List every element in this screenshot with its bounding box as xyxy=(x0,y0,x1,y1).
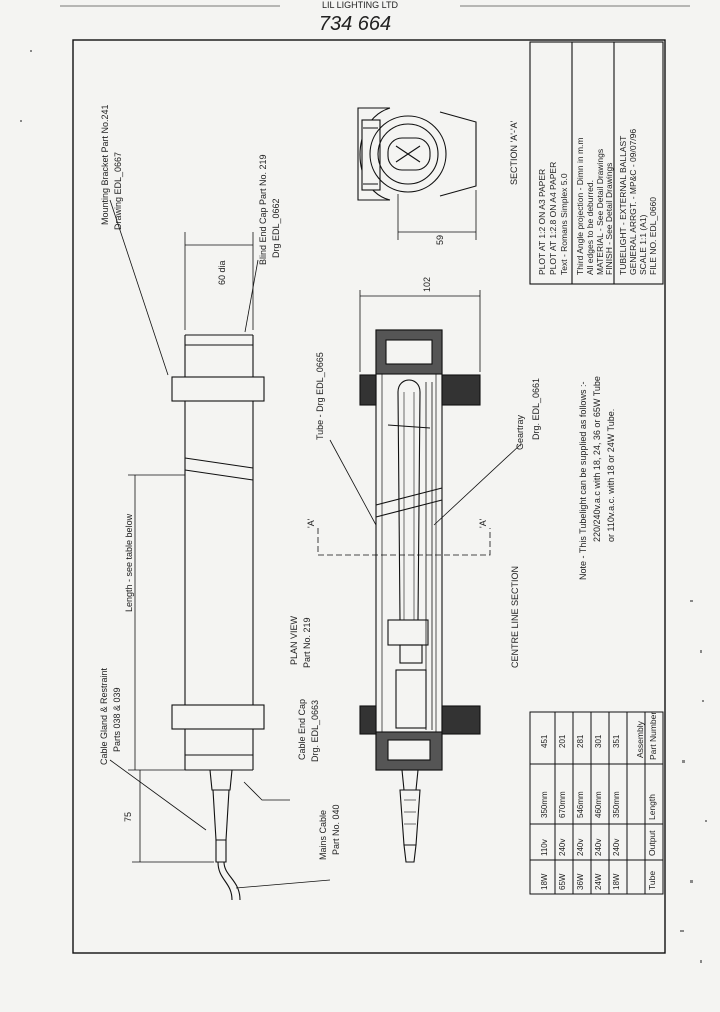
plot-line-3: Text - Romans Simplex 5.0 xyxy=(559,173,569,275)
spec-line-1: Third Angle projection - Dimn in m.m xyxy=(575,138,585,275)
spec-line-2: All edges to be deburred. xyxy=(585,180,595,275)
section-aa-title: SECTION 'A'-'A' xyxy=(509,120,519,185)
table-cell-part-number: 451 xyxy=(540,734,549,748)
table-cell-length: 350mm xyxy=(612,791,621,818)
handwritten-number: 734 664 xyxy=(319,13,391,35)
plan-view-subtitle: Part No. 219 xyxy=(302,617,312,668)
table-cell-output: 110v xyxy=(540,839,549,856)
plan-view xyxy=(109,199,331,901)
title-line-2: GENERAL ARRGT. - MP&C - 09/07/96 xyxy=(628,129,638,275)
table-cell-part-number: 201 xyxy=(558,734,567,748)
note-line-2: 220/240v.a.c with 18, 24, 36 or 65W Tube xyxy=(592,376,602,542)
bracket-label-2: Drawing EDL_0667 xyxy=(113,152,123,230)
plan-view-title: PLAN VIEW xyxy=(289,615,299,665)
blind-cap-label-1: Blind End Cap Part No. 219 xyxy=(258,154,268,265)
table-cell-length: 350mm xyxy=(540,791,549,818)
table-cell-length: 546mm xyxy=(576,791,585,818)
section-marker-right: 'A' xyxy=(478,518,488,528)
table-cell-length: 670mm xyxy=(558,791,567,818)
table-cell-part-number: 351 xyxy=(612,734,621,748)
cable-cap-label-1: Cable End Cap xyxy=(297,699,307,760)
table-cell-tube: 24W xyxy=(594,873,603,890)
table-header-assembly: Assembly xyxy=(635,720,645,758)
table-cell-output: 240v xyxy=(612,839,621,856)
note-line-1: Note - This Tubelight can be supplied as… xyxy=(578,382,588,580)
spec-line-3: MATERIAL - See Detail Drawings xyxy=(595,149,605,275)
mains-cable-label-1: Mains Cable xyxy=(318,810,328,860)
table-cell-tube: 65W xyxy=(558,873,567,890)
assembly-table xyxy=(529,711,664,895)
table-cell-length: 460mm xyxy=(594,791,603,818)
bracket-label-1: Mounting Bracket Part No.241 xyxy=(100,104,110,225)
cable-cap-label-2: Drg. EDL_0663 xyxy=(310,700,320,762)
dim-75: 75 xyxy=(123,812,133,822)
table-cell-tube: 18W xyxy=(540,873,549,890)
table-cell-output: 240v xyxy=(594,839,603,856)
title-line-1: TUBELIGHT - EXTERNAL BALLAST xyxy=(618,136,628,275)
top-strip-text: LIL LIGHTING LTD xyxy=(322,0,399,10)
dim-59: 59 xyxy=(435,235,445,245)
section-aa-view xyxy=(357,107,477,240)
drawing-border xyxy=(72,39,666,954)
centre-line-section xyxy=(317,290,521,863)
table-header-tube: Tube xyxy=(647,871,657,890)
dim-102: 102 xyxy=(422,277,432,292)
dim-length: Length - see table below xyxy=(124,513,134,612)
title-line-3: SCALE 1:1 (A1) xyxy=(638,214,648,275)
mains-cable-label-2: Part No. 040 xyxy=(331,804,341,855)
table-cell-tube: 18W xyxy=(612,873,621,890)
table-cell-part-number: 281 xyxy=(576,734,585,748)
gland-label-1: Cable Gland & Restraint xyxy=(99,667,109,765)
plot-line-2: PLOT AT 1:2.8 ON A4 PAPER xyxy=(548,162,558,275)
title-line-4: FILE NO. EDL_0660 xyxy=(648,197,658,275)
centre-line-section-title: CENTRE LINE SECTION xyxy=(510,566,520,668)
plot-line-1: PLOT AT 1:2 ON A3 PAPER xyxy=(537,169,547,275)
table-cell-output: 240v xyxy=(558,839,567,856)
title-block xyxy=(529,41,664,285)
table-cell-part-number: 301 xyxy=(594,734,603,748)
geartray-label-1: Geartray xyxy=(515,414,525,450)
table-cell-tube: 36W xyxy=(576,873,585,890)
tube-label: Tube - Drg EDL_0665 xyxy=(315,352,325,440)
blind-cap-label-2: Drg EDL_0662 xyxy=(271,198,281,258)
table-cell-output: 240v xyxy=(576,839,585,856)
dim-60-dia: 60 dia xyxy=(217,260,227,285)
note-line-3: or 110v.a.c. with 18 or 24W Tube. xyxy=(606,409,616,542)
scan-noise xyxy=(20,50,707,963)
section-marker-left: 'A' xyxy=(306,518,316,528)
table-header-output: Output xyxy=(647,830,657,856)
table-header-part-number: Part Number xyxy=(648,712,658,760)
spec-line-4: FINISH - See Detail Drawings xyxy=(604,163,614,275)
geartray-label-2: Drg. EDL_0661 xyxy=(531,378,541,440)
table-header-length: Length xyxy=(647,794,657,820)
gland-label-2: Parts 038 & 039 xyxy=(112,687,122,752)
